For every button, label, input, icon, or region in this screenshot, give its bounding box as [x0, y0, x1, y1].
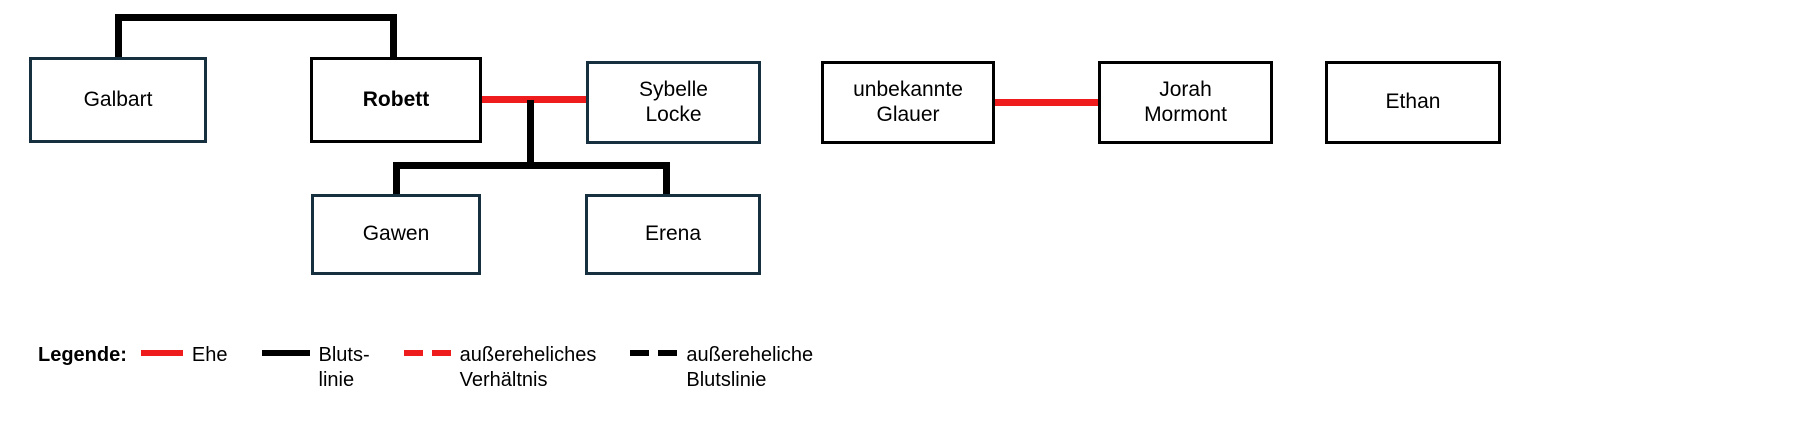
- person-node-gawen[interactable]: Gawen: [311, 194, 481, 275]
- person-node-unbekannte-glauer[interactable]: unbekannte Glauer: [821, 61, 995, 144]
- connector-galbart-robett-vertical-right: [390, 14, 397, 60]
- legend: Legende: Ehe Bluts- linie außereheliches…: [38, 343, 847, 393]
- person-node-sybelle-locke[interactable]: Sybelle Locke: [586, 61, 761, 144]
- connector-children-horizontal: [393, 162, 670, 169]
- person-label-unbekannte-glauer: unbekannte Glauer: [853, 77, 963, 126]
- connector-child-gawen-vertical: [393, 162, 400, 198]
- legend-item-ehe: Ehe: [140, 343, 228, 368]
- legend-swatch-solid-red-icon: [140, 350, 183, 356]
- person-node-galbart[interactable]: Galbart: [29, 57, 207, 143]
- legend-title: Legende:: [38, 344, 127, 366]
- legend-swatch-solid-black-icon: [261, 350, 310, 356]
- legend-label-blutslinie: Bluts- linie: [318, 344, 370, 391]
- person-label-ethan: Ethan: [1385, 90, 1441, 114]
- person-node-jorah-mormont[interactable]: Jorah Mormont: [1098, 61, 1273, 144]
- legend-label-ausserehliches-verhaeltnis: außereheliches Verhältnis: [459, 344, 597, 391]
- legend-item-ausserehliche-blutslinie: außereheliche Blutslinie: [630, 343, 813, 393]
- person-node-robett[interactable]: Robett: [310, 57, 482, 143]
- person-label-robett: Robett: [362, 87, 430, 111]
- connector-galbart-robett-horizontal: [115, 14, 397, 21]
- legend-label-ehe: Ehe: [191, 344, 228, 366]
- person-label-sybelle-locke: Sybelle Locke: [639, 77, 708, 126]
- legend-item-ausserehliches-verhaeltnis: außereheliches Verhältnis: [403, 343, 597, 393]
- person-label-galbart: Galbart: [83, 87, 153, 111]
- person-node-erena[interactable]: Erena: [585, 194, 761, 275]
- connector-child-erena-vertical: [663, 162, 670, 198]
- legend-label-ausserehliche-blutslinie: außereheliche Blutslinie: [686, 344, 814, 391]
- person-label-erena: Erena: [644, 222, 702, 246]
- connector-robett-sybelle-marriage: [480, 96, 588, 103]
- connector-galbart-robett-vertical-left: [115, 14, 122, 60]
- connector-glauer-jorah-marriage: [993, 99, 1100, 106]
- legend-item-blutslinie: Bluts- linie: [261, 343, 370, 393]
- person-node-ethan[interactable]: Ethan: [1325, 61, 1501, 144]
- person-label-jorah-mormont: Jorah Mormont: [1144, 77, 1227, 126]
- person-label-gawen: Gawen: [362, 222, 430, 246]
- legend-swatch-dashed-black-icon: [630, 350, 678, 356]
- legend-swatch-dashed-red-icon: [403, 350, 451, 356]
- connector-children-drop: [527, 100, 534, 168]
